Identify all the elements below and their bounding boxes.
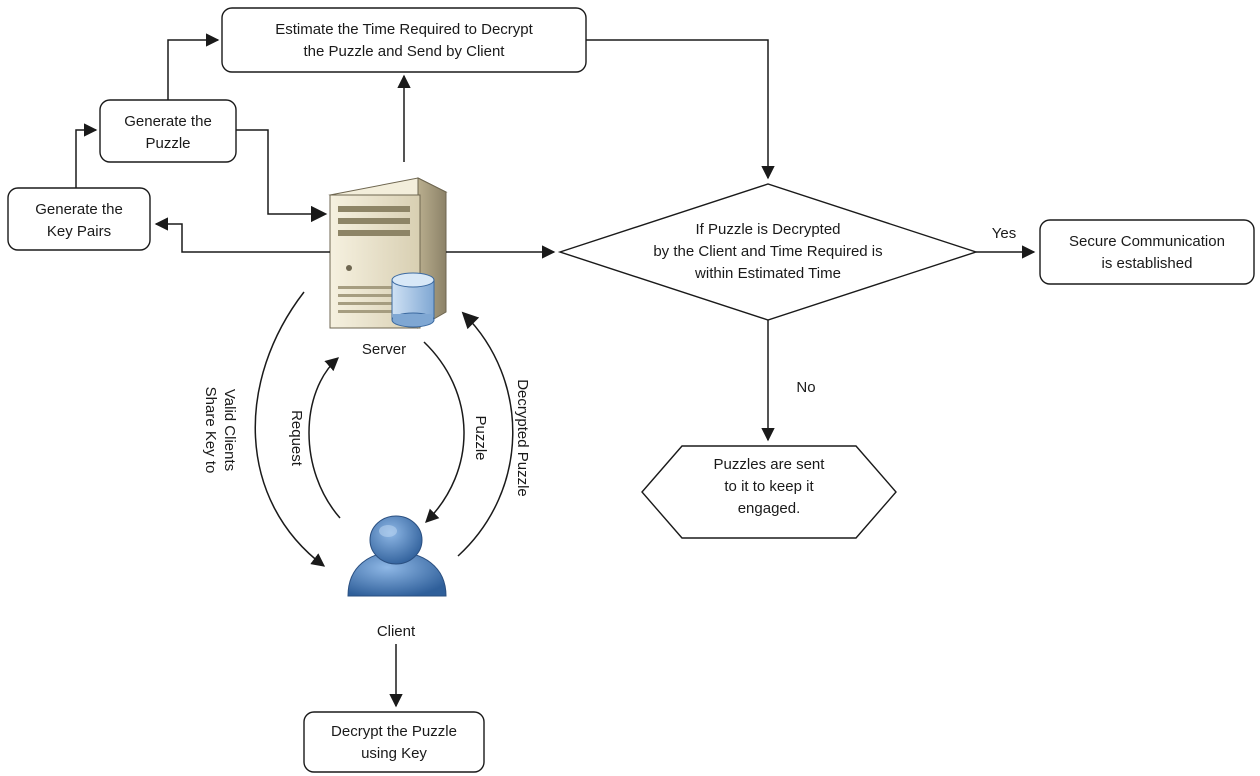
decision-line-1: If Puzzle is Decrypted (695, 221, 840, 238)
edge-request (308, 357, 341, 519)
generate-key-pairs-line-1: Generate the (35, 201, 123, 218)
server-label: Server (362, 341, 406, 358)
decrypt-puzzle-line-1: Decrypt the Puzzle (331, 723, 457, 740)
puzzles-sent-line-2: to it to keep it (724, 478, 814, 495)
generate-puzzle-box: Generate the Puzzle (99, 99, 237, 163)
estimate-time-box: Estimate the Time Required to Decrypt th… (221, 7, 587, 73)
edge-puzzle (423, 341, 465, 523)
edge-puzzle-to-estimate (167, 33, 220, 100)
edge-puzzle-to-server (236, 129, 328, 223)
decrypt-puzzle-box: Decrypt the Puzzle using Key (303, 711, 485, 773)
generate-puzzle-line-2: Puzzle (145, 135, 190, 152)
secure-communication-line-1: Secure Communication (1069, 233, 1225, 250)
share-key-label-line-2: Valid Clients (221, 389, 238, 471)
edge-share-key (254, 291, 326, 567)
estimate-time-line-1: Estimate the Time Required to Decrypt (275, 21, 533, 38)
secure-communication-line-2: is established (1102, 255, 1193, 272)
decision-line-3: within Estimated Time (694, 265, 841, 282)
decrypt-puzzle-line-2: using Key (361, 745, 427, 762)
decrypted-puzzle-label: Decrypted Puzzle (514, 379, 531, 497)
decision-diamond: If Puzzle is Decrypted by the Client and… (557, 183, 979, 321)
client-label: Client (377, 623, 416, 640)
no-label: No (796, 379, 815, 396)
puzzle-label: Puzzle (472, 415, 489, 460)
edge-decrypted-puzzle (457, 311, 514, 557)
secure-communication-box: Secure Communication is established (1039, 219, 1255, 285)
edge-estimate-to-decision (586, 39, 775, 180)
puzzles-sent-line-1: Puzzles are sent (714, 456, 826, 473)
estimate-time-line-2: the Puzzle and Send by Client (304, 43, 506, 60)
share-key-label-line-1: Share Key to (202, 387, 219, 474)
puzzles-sent-hexagon: Puzzles are sent to it to keep it engage… (641, 445, 897, 539)
edge-keypairs-to-puzzle (75, 123, 98, 188)
database-icon (391, 272, 435, 328)
puzzles-sent-line-3: engaged. (738, 500, 801, 517)
generate-key-pairs-box: Generate the Key Pairs (7, 187, 151, 251)
yes-label: Yes (992, 225, 1016, 242)
request-label: Request (288, 410, 305, 467)
edge-server-to-keypairs (154, 217, 330, 253)
decision-line-2: by the Client and Time Required is (653, 243, 882, 260)
generate-key-pairs-line-2: Key Pairs (47, 223, 111, 240)
generate-puzzle-line-1: Generate the (124, 113, 212, 130)
user-icon (347, 515, 447, 597)
